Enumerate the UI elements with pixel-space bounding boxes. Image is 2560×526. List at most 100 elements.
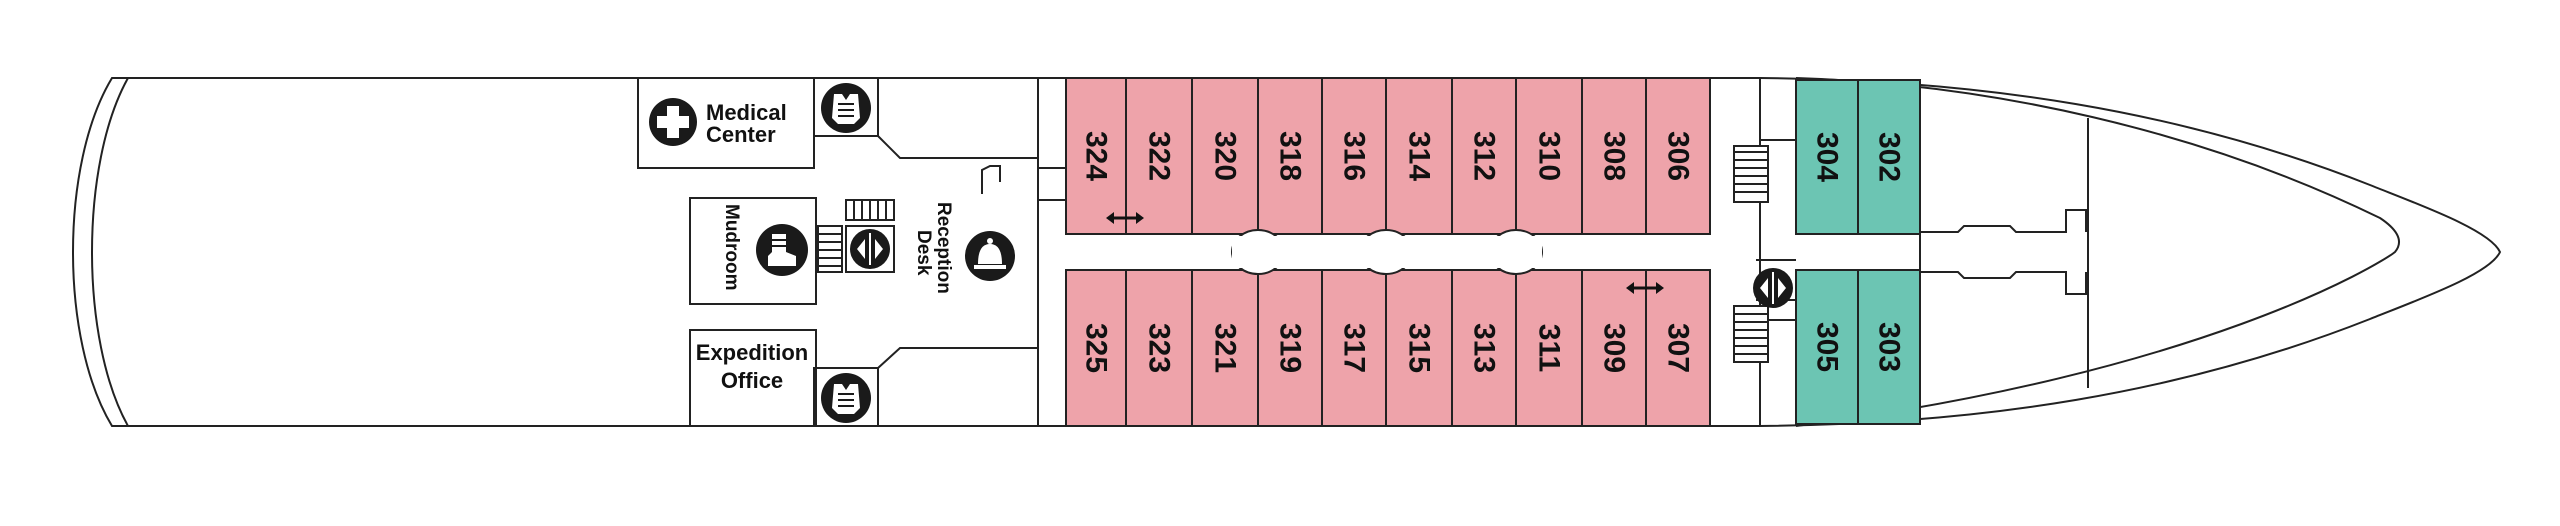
stairs-icon [845,199,895,221]
cabin-fill [1515,269,1583,427]
cabin-fill [1191,77,1259,235]
cabin-number: 310 [1533,131,1566,181]
cabin-303[interactable]: 303 [1857,269,1921,425]
reception-desk: Reception Desk [913,202,1015,294]
cabin-number: 304 [1811,132,1844,182]
mudroom: Mudroom [721,204,808,291]
cabin-fill [1451,269,1517,427]
stairs-icon [1733,145,1769,203]
cabin-fill [1451,77,1517,235]
cabin-fill [1857,269,1921,425]
cabin-number: 322 [1143,131,1176,181]
cabin-320[interactable]: 320 [1191,77,1259,235]
stairs-icon [1733,305,1769,363]
cabin-fill [1065,269,1127,427]
cabin-308[interactable]: 308 [1581,77,1647,235]
cabin-fill [1065,77,1127,235]
cabin-fill [1795,79,1859,235]
reception-label-line1: Reception [933,202,954,294]
cabin-number: 325 [1080,323,1113,373]
cabin-number: 308 [1598,131,1631,181]
lifejacket-icon [821,83,871,133]
cabin-fill [1857,79,1921,235]
cabin-number: 302 [1873,132,1906,182]
cabin-fill [1257,77,1323,235]
cabin-number: 314 [1403,131,1436,181]
cabin-310[interactable]: 310 [1515,77,1583,235]
cabin-number: 303 [1873,322,1906,372]
cabin-number: 312 [1468,131,1501,181]
medical-label-line1: Medical [706,100,787,125]
cabin-322[interactable]: 322 [1125,77,1193,235]
cabin-302[interactable]: 302 [1857,79,1921,235]
cabin-314[interactable]: 314 [1385,77,1453,235]
cabin-number: 309 [1598,323,1631,373]
cabin-323[interactable]: 323 [1125,269,1193,427]
cabin-321[interactable]: 321 [1191,269,1259,427]
lifejacket-icon [821,373,871,423]
cabin-316[interactable]: 316 [1321,77,1387,235]
mudroom-label: Mudroom [721,204,742,291]
medical-cross-icon [649,98,697,146]
medical-label-line2: Center [706,122,776,147]
cabin-number: 305 [1811,322,1844,372]
cabin-number: 316 [1338,131,1371,181]
cabin-306[interactable]: 306 [1645,77,1711,235]
cabin-325[interactable]: 325 [1065,269,1127,427]
aft-rooms [637,77,1066,427]
cabin-307[interactable]: 307 [1645,269,1711,427]
cabin-number: 307 [1662,323,1695,373]
cabin-fill [1385,77,1453,235]
cabin-fill [1125,77,1193,235]
cabin-319[interactable]: 319 [1257,269,1323,427]
cabin-number: 315 [1403,323,1436,373]
expedition-label-line1: Expedition [696,340,808,365]
cabin-fill [1321,77,1387,235]
cabin-number: 318 [1274,131,1307,181]
connecting-door-icon [1106,212,1144,224]
elevator-icon [1753,268,1793,308]
cabin-324[interactable]: 324 [1065,77,1127,235]
corridor-alcoves [1231,229,1543,275]
cabin-fill [1125,269,1193,427]
cabin-304[interactable]: 304 [1795,79,1859,235]
ship-hull [72,77,2502,427]
cabin-309[interactable]: 309 [1581,269,1647,427]
connecting-door-icon [1626,282,1664,294]
cabin-number: 306 [1662,131,1695,181]
cabin-row-top: 324 322 320 318 316 314 312 310 308 306 [1065,77,1711,235]
cabin-number: 321 [1209,323,1242,373]
boot-icon [756,224,808,276]
cabin-318[interactable]: 318 [1257,77,1323,235]
cabin-fill [1645,269,1711,427]
cabin-number: 317 [1338,323,1371,373]
cabin-row-teal: 304 302 305 303 [1795,79,1921,425]
bow-structure [1919,118,2089,388]
cabin-fill [1581,77,1647,235]
cabin-fill [1321,269,1387,427]
medical-center: Medical Center [649,98,787,147]
cabin-fill [1581,269,1647,427]
cabin-number: 311 [1533,324,1566,372]
reception-label-line2: Desk [913,230,934,276]
cabin-317[interactable]: 317 [1321,269,1387,427]
cabin-number: 323 [1143,323,1176,373]
cabin-312[interactable]: 312 [1451,77,1517,235]
cabin-number: 320 [1209,131,1242,181]
cabin-fill [1385,269,1453,427]
forward-stairs [1733,145,1796,363]
cabin-number: 319 [1274,323,1307,373]
elevator-icon [845,225,895,273]
cabin-number: 324 [1080,131,1113,181]
cabin-fill [1191,269,1259,427]
aft-stairs [817,199,895,273]
expedition-office: Expedition Office [696,340,808,393]
cabin-row-bottom: 325 323 321 319 317 315 313 311 309 307 [1065,269,1711,427]
reception-bell-icon [965,231,1015,281]
cabin-305[interactable]: 305 [1795,269,1859,425]
cabin-fill [1645,77,1711,235]
cabin-313[interactable]: 313 [1451,269,1517,427]
cabin-315[interactable]: 315 [1385,269,1453,427]
cabin-311[interactable]: 311 [1515,269,1583,427]
